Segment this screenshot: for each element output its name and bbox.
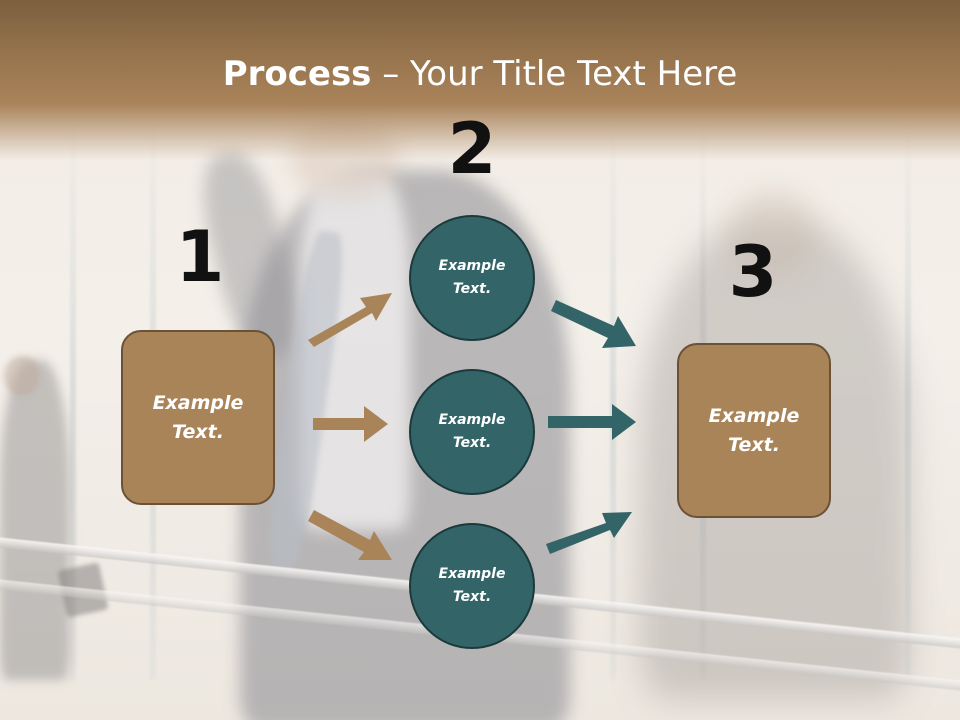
left-process-box[interactable]: Example Text. [121, 330, 275, 505]
right-process-box[interactable]: Example Text. [677, 343, 831, 518]
header-band [0, 0, 960, 160]
slide-title: Process – Your Title Text Here [0, 52, 960, 96]
top-circle[interactable]: Example Text. [409, 215, 535, 341]
arrow-top-circle-to-right-box [551, 300, 636, 348]
slide-title-bold: Process [222, 54, 372, 94]
bottom-circle-text: Example Text. [438, 566, 506, 605]
bottom-circle[interactable]: Example Text. [409, 523, 535, 649]
step-number-1: 1 [175, 216, 225, 298]
arrow-left-to-bottom-circle [308, 510, 392, 560]
arrow-left-to-top-circle [308, 293, 392, 347]
middle-circle-text: Example Text. [438, 412, 506, 451]
middle-circle[interactable]: Example Text. [409, 369, 535, 495]
right-box-text: Example Text. [708, 404, 800, 456]
teal-arrows [546, 300, 636, 554]
brown-arrows [308, 293, 392, 560]
arrow-bottom-circle-to-right-box [546, 512, 632, 554]
step-number-3: 3 [728, 231, 778, 313]
arrow-left-to-middle-circle [313, 406, 388, 442]
left-box-text: Example Text. [152, 391, 244, 443]
arrow-middle-circle-to-right-box [548, 404, 636, 440]
top-circle-text: Example Text. [438, 258, 506, 297]
slide-title-rest: – Your Title Text Here [371, 54, 738, 94]
step-number-2: 2 [447, 108, 497, 190]
